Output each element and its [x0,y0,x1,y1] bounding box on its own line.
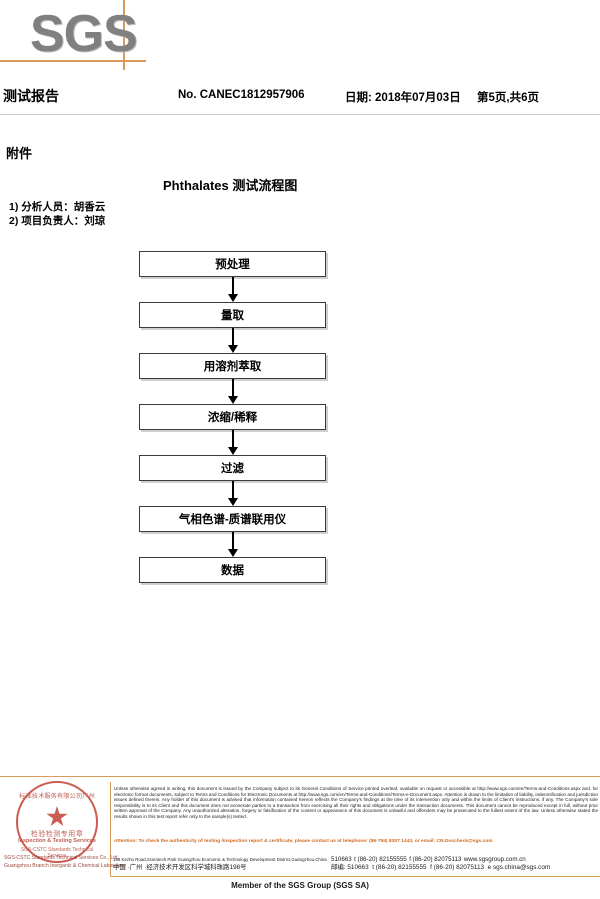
address-cn-text: 中国 ·广州 ·经济技术开发区科学城科珠路198号 [113,864,247,871]
footer-divider-vertical [110,782,111,876]
page-indicator: 第5页,共6页 [477,92,539,104]
flow-step-gcms: 气相色谱-质谱联用仪 [139,506,326,532]
address-line-english: 198 Kezhu Road,Scientech Park Guangzhou … [113,856,526,863]
member-statement: Member of the SGS Group (SGS SA) [231,881,369,890]
seal-center-cn: 检验检测专用章 [30,831,84,838]
footer-divider-bottom [110,876,600,877]
list-item: 2) 项目负责人：刘琼 [9,215,106,227]
fax-en: f (86-20) 82075113 [409,856,462,863]
flow-step-label: 过滤 [221,463,244,475]
crop-mark-horizontal [0,60,146,62]
report-date: 日期: 2018年07月03日 [345,92,461,104]
flow-step-label: 用溶剂萃取 [203,361,262,373]
seal-arc-top-text: 标准技术服务有限公司广州 [19,794,95,800]
flow-arrow-icon [139,328,328,353]
flow-arrow-icon [139,481,328,506]
flow-step-filtration: 过滤 [139,455,326,481]
flow-arrow-icon [139,532,328,557]
website-link[interactable]: www.sgsgroup.com.cn [463,856,526,863]
attachment-label: 附件 [6,146,33,161]
flow-step-concentration-dilution: 浓缩/稀释 [139,404,326,430]
flow-arrow-icon [139,277,328,302]
fax-cn: f (86-20) 82075113 [430,864,485,871]
flow-step-label: 气相色谱-质谱联用仪 [178,514,287,526]
flow-arrow-icon [139,430,328,455]
report-number: No. CANEC1812957906 [178,89,305,101]
flow-step-data: 数据 [139,557,326,583]
flow-step-weighing: 量取 [139,302,326,328]
seal-circle: 标准技术服务有限公司广州 检验检测专用章 Inspection & Testin… [16,781,98,863]
email-link[interactable]: e sgs.china@sgs.com [487,864,551,871]
telephone-cn: t (86-20) 82155555 [372,864,427,871]
header-divider [0,114,600,115]
flow-step-label: 预处理 [215,259,250,271]
seal-arc-bottom-text: SGS-CSTC Standards Technical Services [20,847,94,859]
postcode-cn: 邮编: 510663 [331,864,369,871]
postcode-en: 510663 [331,856,352,863]
flow-step-solvent-extraction: 用溶剂萃取 [139,353,326,379]
flowchart-title: Phthalates 测试流程图 [163,178,298,193]
flow-step-label: 量取 [221,310,244,322]
page-title: 测试报告 [3,88,59,104]
star-icon [46,806,68,827]
seal-company-name: SGS-CSTC Standards Technical Services Co… [4,855,119,861]
attention-notice: Attention: To check the authenticity of … [114,839,493,844]
crop-mark-vertical [123,0,125,70]
flowchart: 预处理 量取 用溶剂萃取 浓缩/稀释 过滤 气相色谱-质谱联用仪 数据 [139,251,328,583]
seal-center-en: Inspection & Testing Services [18,838,96,844]
flow-arrow-icon [139,379,328,404]
address-line-chinese: 中国 ·广州 ·经济技术开发区科学城科珠路198号 邮编: 510663 t (8… [113,864,550,872]
list-item: 1) 分析人员：胡香云 [9,201,106,213]
footer-divider-top [0,776,600,777]
company-seal: 标准技术服务有限公司广州 检验检测专用章 Inspection & Testin… [4,779,126,873]
legal-disclaimer: Unless otherwise agreed in writing, this… [114,786,598,819]
flow-step-label: 浓缩/稀释 [207,412,258,424]
sgs-logo: SGS [30,5,138,63]
flow-step-label: 数据 [221,565,244,577]
address-en-text: 198 Kezhu Road,Scientech Park Guangzhou … [113,857,327,862]
seal-branch-name: Guangzhou Branch Inorganic & Chemical La… [4,863,126,869]
flow-step-pretreatment: 预处理 [139,251,326,277]
note-list: 1) 分析人员：胡香云 2) 项目负责人：刘琼 [9,200,105,228]
telephone-en: t (86-20) 82155555 [354,856,407,863]
